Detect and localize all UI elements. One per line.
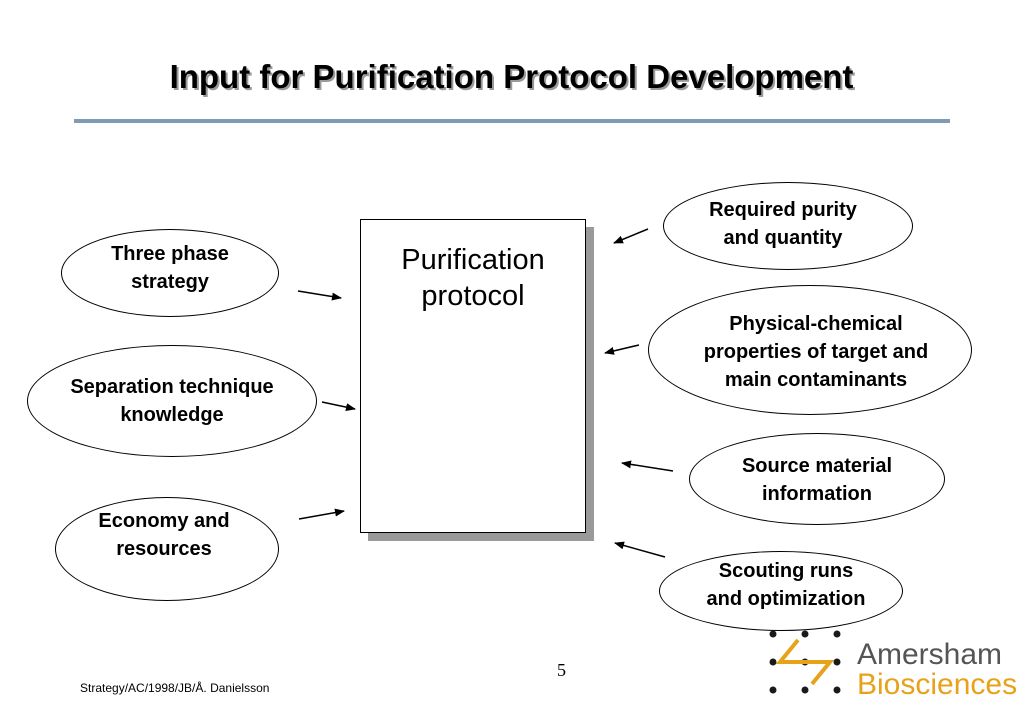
ellipse-three-phase-strategy — [61, 229, 279, 317]
arrow-physical-chemical — [604, 344, 640, 355]
label-three-phase-strategy: Three phase strategy — [111, 243, 229, 293]
label-separation-technique: Separation technique knowledge — [70, 376, 274, 426]
ellipse-economy-resources — [55, 497, 279, 601]
arrow-source-material — [621, 460, 674, 472]
purification-protocol-box: Purification protocol — [360, 219, 586, 533]
purification-protocol-label: Purification protocol — [401, 244, 545, 312]
ellipse-physical-chemical — [648, 285, 972, 415]
page-number: 5 — [557, 660, 566, 680]
arrow-required-purity — [613, 228, 649, 244]
ellipse-required-purity — [663, 182, 913, 270]
label-scouting-runs: Scouting runs and optimization — [706, 560, 866, 610]
label-physical-chemical: Physical-chemical properties of target a… — [703, 313, 929, 391]
amersham-logo-icon — [769, 630, 841, 694]
footer-credit: Strategy/AC/1998/JB/Å. Danielsson — [80, 681, 270, 695]
slide-title: Input for Purification Protocol Developm… — [169, 58, 854, 95]
arrow-three-phase — [297, 290, 342, 301]
ellipse-separation-technique — [27, 345, 317, 457]
logo-text-amersham: Amersham — [857, 638, 1003, 671]
arrow-scouting-runs — [614, 541, 666, 558]
label-economy-resources: Economy and resources — [98, 510, 230, 560]
label-source-material: Source material information — [741, 455, 893, 505]
arrow-separation — [321, 401, 356, 412]
title-divider — [74, 119, 950, 123]
arrow-economy — [298, 508, 345, 520]
logo-text-biosciences: Biosciences — [857, 668, 1018, 701]
label-required-purity: Required purity and quantity — [709, 199, 857, 249]
ellipse-source-material — [689, 433, 945, 525]
ellipse-scouting-runs — [659, 551, 903, 631]
